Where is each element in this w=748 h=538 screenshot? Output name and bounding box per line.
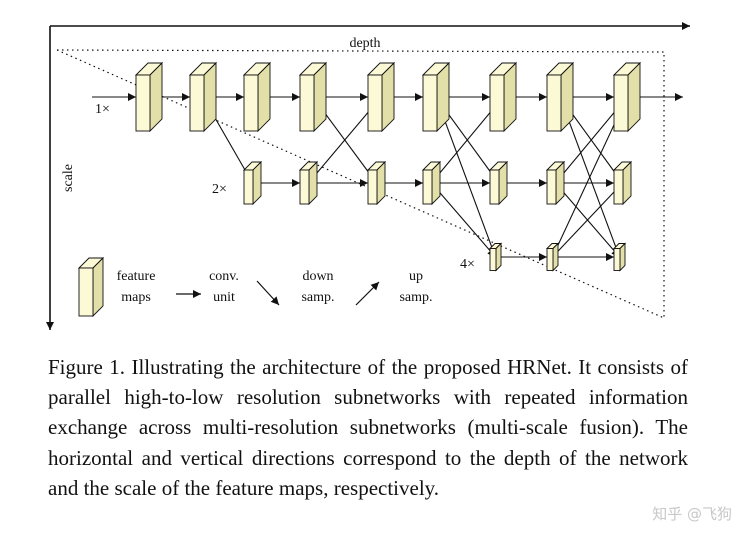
- feature-map-block-scale1-col9: [612, 61, 642, 133]
- feature-map-block-scale2-col6: [545, 160, 566, 206]
- feature-map-block-scale2-col2: [298, 160, 319, 206]
- legend-feature-label-2: maps: [121, 290, 151, 305]
- watermark: 知乎 @飞狗: [652, 505, 732, 523]
- scale-label-1x: 1×: [95, 102, 110, 117]
- feature-map-block-scale1-col7: [488, 61, 518, 133]
- feature-map-block-scale4-col2: [545, 242, 560, 272]
- legend-feature-map-icon: [77, 256, 105, 318]
- feature-map-block-scale4-col1: [488, 242, 503, 272]
- feature-maps-layer: [134, 61, 642, 272]
- legend-down-label-2: samp.: [301, 290, 334, 305]
- feature-map-block-scale1-col6: [421, 61, 451, 133]
- feature-map-block-icon: [77, 256, 105, 318]
- depth-axis-label: depth: [349, 36, 380, 51]
- legend-conv-label-2: unit: [213, 290, 235, 305]
- legend-up-arrow: [355, 281, 380, 306]
- legend-conv-label-1: conv.: [209, 269, 239, 284]
- feature-map-block-scale1-col1: [134, 61, 164, 133]
- connections-layer: [92, 93, 683, 261]
- legend: feature maps conv. unit down samp. up sa…: [77, 256, 433, 318]
- feature-map-block-scale1-col8: [545, 61, 575, 133]
- legend-up-label-1: up: [409, 269, 423, 284]
- hrnet-architecture-figure: depth scale 1× 2× 4× feature maps conv. …: [46, 22, 690, 330]
- dotted-boundary: [56, 49, 665, 319]
- feature-map-block-scale4-col3: [612, 242, 627, 272]
- legend-down-label-1: down: [302, 269, 333, 284]
- feature-map-block-scale2-col1: [242, 160, 263, 206]
- figure-caption: Figure 1. Illustrating the architecture …: [48, 355, 688, 500]
- feature-map-block-scale1-col3: [242, 61, 272, 133]
- feature-map-block-scale2-col4: [421, 160, 442, 206]
- feature-map-block-scale2-col3: [366, 160, 387, 206]
- scale-axis-label: scale: [61, 164, 76, 192]
- legend-up-label-2: samp.: [399, 290, 432, 305]
- scale-label-2x: 2×: [212, 182, 227, 197]
- feature-map-block-scale2-col7: [612, 160, 633, 206]
- feature-map-block-scale1-col5: [366, 61, 396, 133]
- feature-map-block-scale1-col4: [298, 61, 328, 133]
- feature-map-block-scale2-col5: [488, 160, 509, 206]
- legend-down-arrow: [256, 280, 280, 306]
- legend-feature-label-1: feature: [117, 269, 156, 284]
- scale-label-4x: 4×: [460, 257, 475, 272]
- feature-map-block-scale1-col2: [188, 61, 218, 133]
